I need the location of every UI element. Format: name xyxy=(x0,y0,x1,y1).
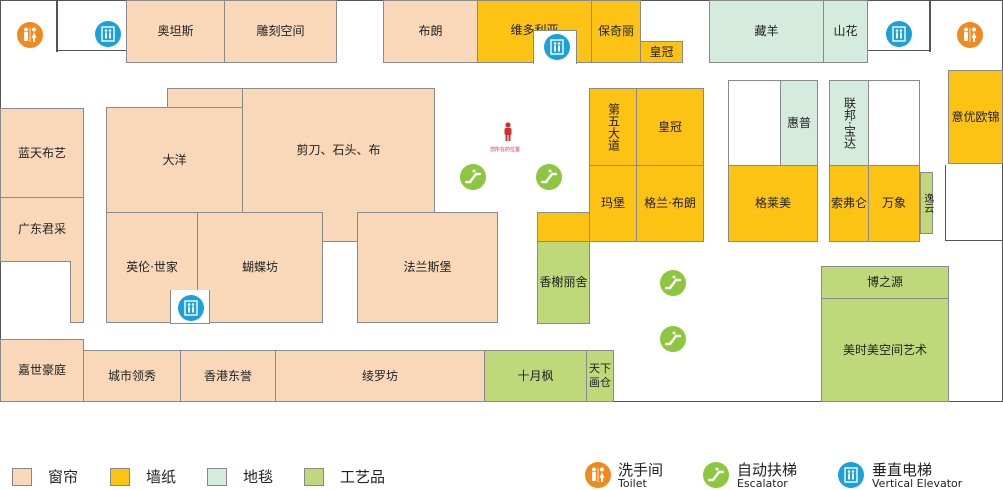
elevator-icon xyxy=(95,21,121,47)
shop-meishimei[interactable]: 美时美空间艺术 xyxy=(821,298,949,402)
shop-yiyouou[interactable]: 意优欧锦 xyxy=(948,70,1003,164)
toilet-icon xyxy=(957,22,983,48)
shop-lantian[interactable]: 蓝天布艺 xyxy=(0,108,84,198)
elevator-icon xyxy=(838,462,864,488)
shop-xiangxie[interactable]: 香榭丽舍 xyxy=(537,241,590,324)
legend-label-wallpaper: 墙纸 xyxy=(146,468,177,486)
escalator-icon xyxy=(660,270,686,296)
toilet-icon xyxy=(585,462,611,488)
shop-jiandao[interactable]: 剪刀、石头、布 xyxy=(242,88,435,213)
shop-huangguan-top[interactable]: 皇冠 xyxy=(640,41,683,63)
shop-guangdong-ext xyxy=(70,261,84,323)
shop-huipu[interactable]: 惠普 xyxy=(780,80,818,166)
shop-jiandao-lower xyxy=(322,212,358,242)
legend-swatch-curtain xyxy=(12,467,32,486)
shop-yiyun[interactable]: 逸云 xyxy=(920,172,933,234)
shop-diwu[interactable]: 第五大道 xyxy=(589,88,637,166)
legend-craft: 工艺品 xyxy=(304,466,385,487)
shop-baoqili[interactable]: 保奇丽 xyxy=(591,0,641,63)
shop-shiyuefeng[interactable]: 十月枫 xyxy=(484,350,587,402)
legend-elevator-cn: 垂直电梯 xyxy=(872,461,933,479)
shop-yinglun[interactable]: 英伦·世家 xyxy=(106,212,198,323)
shop-aotansi[interactable]: 奥坦斯 xyxy=(126,0,225,63)
wall-divider-left-2 xyxy=(58,50,126,51)
legend-escalator-en: Escalator xyxy=(737,477,788,490)
shop-tianxia[interactable]: 天下画仓 xyxy=(586,350,614,402)
toilet-icon xyxy=(17,22,43,48)
elevator-icon xyxy=(178,295,204,321)
shop-suofulun[interactable]: 索弗仑 xyxy=(829,165,869,242)
shop-diaoke[interactable]: 雕刻空间 xyxy=(224,0,337,63)
legend-toilet-cn: 洗手间 xyxy=(618,461,664,479)
legend-escalator-text: 自动扶梯 Escalator xyxy=(737,462,797,490)
shop-shanhua[interactable]: 山花 xyxy=(823,0,868,63)
escalator-icon xyxy=(703,462,729,488)
elevator-icon xyxy=(544,34,570,60)
shop-huangguan-mid[interactable]: 皇冠 xyxy=(636,88,704,166)
legend-wallpaper: 墙纸 xyxy=(110,466,176,487)
shop-guangdong[interactable]: 广东君采 xyxy=(0,197,84,262)
shop-falansi[interactable]: 法兰斯堡 xyxy=(357,212,498,323)
shop-jiashi[interactable]: 嘉世豪庭 xyxy=(0,339,84,402)
legend-label-craft: 工艺品 xyxy=(340,468,386,486)
shop-xianggang[interactable]: 香港东誉 xyxy=(180,350,276,402)
shop-wanxiang[interactable]: 万象 xyxy=(868,165,920,242)
legend-elevator-text: 垂直电梯 Vertical Elevator xyxy=(872,462,962,490)
shop-wallpaper-ext xyxy=(537,212,590,242)
legend-label-curtain: 窗帘 xyxy=(48,468,79,486)
legend-swatch-wallpaper xyxy=(110,467,130,486)
legend-label-carpet: 地毯 xyxy=(243,468,274,486)
shop-cangyang[interactable]: 藏羊 xyxy=(709,0,824,63)
wall-divider-left xyxy=(56,0,58,52)
legend-swatch-carpet xyxy=(207,467,227,486)
shop-hudie[interactable]: 蝴蝶坊 xyxy=(197,212,323,323)
escalator-icon xyxy=(460,164,486,190)
escalator-icon xyxy=(536,164,562,190)
shop-bozhiyuan[interactable]: 博之源 xyxy=(821,266,949,299)
legend-escalator-cn: 自动扶梯 xyxy=(737,461,798,479)
shop-lingluo[interactable]: 绫罗坊 xyxy=(275,350,485,402)
shop-dayang-upper xyxy=(167,88,243,108)
shop-chengshi[interactable]: 城市领秀 xyxy=(83,350,181,402)
wall-right-notch xyxy=(945,240,1003,241)
vacant-unit-2 xyxy=(868,80,920,166)
you-are-here-label: 您所在的位置 xyxy=(490,147,521,153)
shop-lianbang[interactable]: 联邦·宝达 xyxy=(829,80,869,166)
elevator-icon xyxy=(886,21,912,47)
shop-dayang[interactable]: 大洋 xyxy=(106,107,243,213)
legend-swatch-craft xyxy=(304,467,324,486)
shop-bulang[interactable]: 布朗 xyxy=(383,0,478,63)
shop-gelan[interactable]: 格兰·布朗 xyxy=(636,165,704,242)
escalator-icon xyxy=(660,326,686,352)
legend-elevator-en: Vertical Elevator xyxy=(872,477,963,490)
legend-carpet: 地毯 xyxy=(207,466,273,487)
legend-toilet-text: 洗手间 Toilet xyxy=(618,462,663,490)
legend-curtain: 窗帘 xyxy=(12,466,78,487)
wall-divider-right-2 xyxy=(868,50,930,51)
wall-divider-right xyxy=(929,0,931,52)
legend-toilet-en: Toilet xyxy=(618,477,647,490)
shop-gelaimei[interactable]: 格莱美 xyxy=(728,165,818,242)
vacant-unit-1 xyxy=(728,80,781,166)
wall-right-notch-v xyxy=(945,165,946,241)
you-are-here-icon xyxy=(502,122,514,142)
shop-mabao[interactable]: 玛堡 xyxy=(589,165,637,242)
